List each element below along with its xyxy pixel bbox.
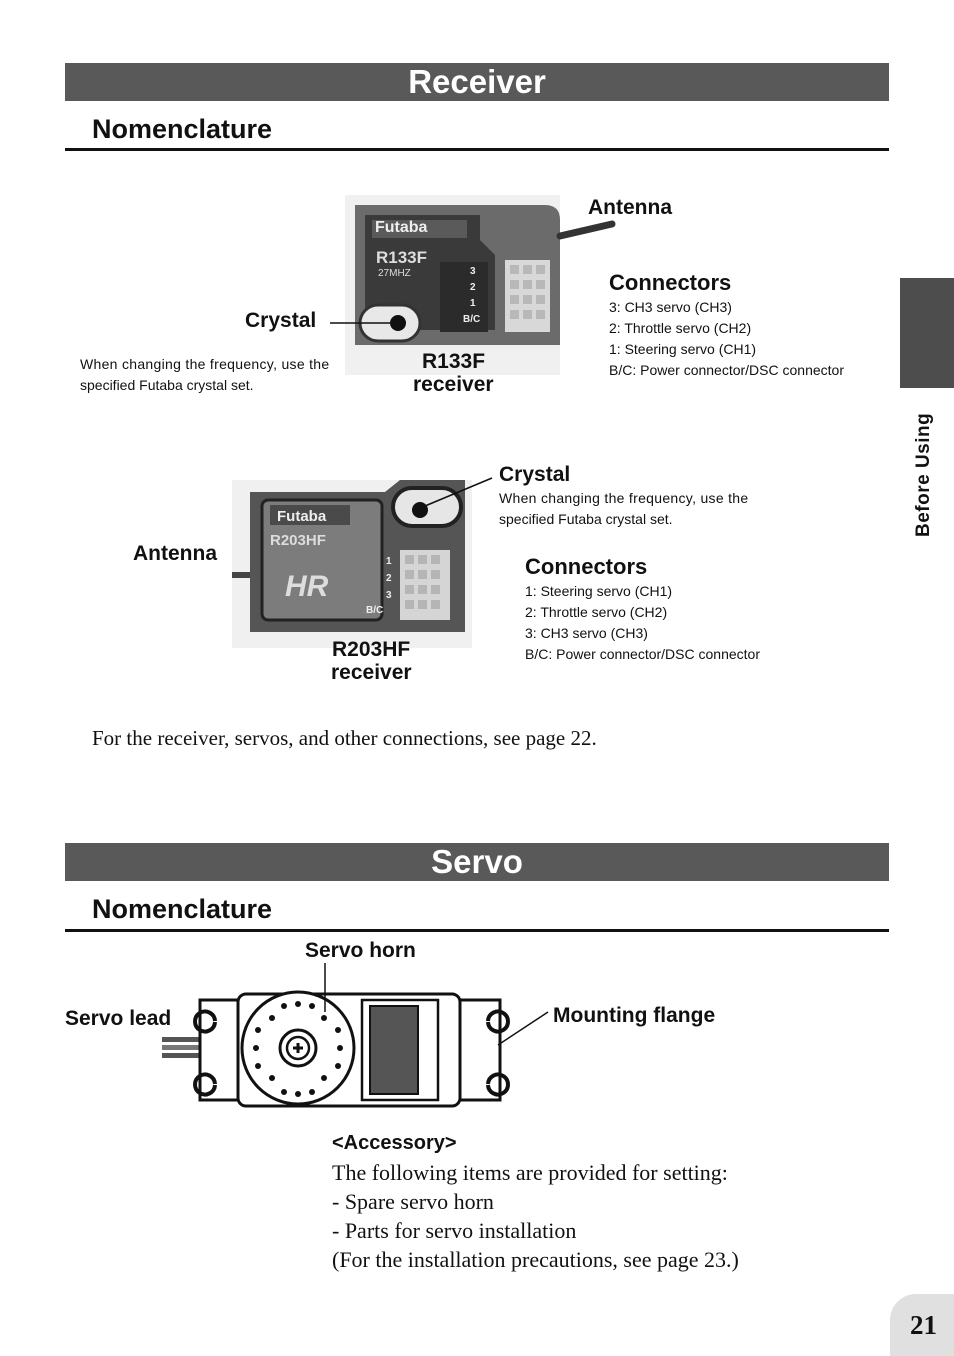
servo-lead-label: Servo lead — [65, 1007, 172, 1030]
r133f-crystal-label: Crystal — [245, 309, 317, 332]
servo-title: Servo — [431, 843, 523, 880]
r133f-photo-pin-bc: B/C — [463, 314, 481, 325]
r133f-connector-2: 2: Throttle servo (CH2) — [609, 320, 752, 336]
r133f-photo-freq: 27MHZ — [378, 268, 411, 279]
receiver-title-bar: Receiver — [65, 63, 889, 101]
r203hf-photo-pin-1: 1 — [386, 556, 392, 567]
r203hf-photo-pin-bc: B/C — [366, 605, 384, 616]
r133f-connector-3: 3: CH3 servo (CH3) — [609, 299, 732, 315]
servo-nomenclature-heading: Nomenclature — [92, 894, 273, 924]
accessory-line-3: - Parts for servo installation — [332, 1218, 577, 1243]
accessory-title: <Accessory> — [332, 1132, 457, 1154]
r203hf-photo-brand: Futaba — [277, 508, 327, 525]
servo-heading-rule — [65, 929, 889, 932]
r203hf-crystal-label: Crystal — [499, 463, 571, 486]
r133f-connectors-title: Connectors — [609, 270, 732, 295]
receiver-heading-rule — [65, 148, 889, 151]
r203hf-model-sub: receiver — [331, 661, 412, 684]
r203hf-crystal-note-2: specified Futaba crystal set. — [499, 511, 673, 527]
r203hf-antenna-label: Antenna — [133, 542, 217, 565]
r203hf-connector-3: 3: CH3 servo (CH3) — [525, 625, 648, 641]
r133f-photo-pin-1: 1 — [470, 298, 476, 309]
receiver-connections-note: For the receiver, servos, and other conn… — [92, 726, 597, 750]
r133f-photo-pin-2: 2 — [470, 282, 476, 293]
r133f-model-label: R133F — [422, 350, 486, 373]
mounting-flange-label: Mounting flange — [553, 1004, 716, 1027]
r203hf-connectors-title: Connectors — [525, 554, 648, 579]
r133f-model-sub: receiver — [413, 373, 494, 396]
r203hf-photo-logo: HR — [285, 570, 329, 603]
servo-title-bar: Servo — [65, 843, 889, 881]
receiver-nomenclature-heading: Nomenclature — [92, 114, 273, 144]
receiver-title: Receiver — [408, 63, 546, 100]
side-tab-label: Before Using — [913, 412, 934, 537]
r203hf-model-label: R203HF — [332, 638, 411, 661]
r133f-crystal-note-2: specified Futaba crystal set. — [80, 377, 254, 393]
r203hf-photo-model: R203HF — [270, 532, 326, 549]
servo-drawing — [162, 963, 549, 1108]
side-tab — [900, 278, 954, 388]
r203hf-connector-2: 2: Throttle servo (CH2) — [525, 604, 668, 620]
r203hf-connector-bc: B/C: Power connector/DSC connector — [525, 646, 760, 662]
servo-horn-label: Servo horn — [305, 939, 416, 962]
page-number: 21 — [910, 1310, 937, 1340]
r203hf-photo-pin-3: 3 — [386, 590, 392, 601]
r133f-antenna-label: Antenna — [588, 196, 672, 219]
r203hf-crystal-note-1: When changing the frequency, use the — [499, 490, 749, 506]
accessory-line-1: The following items are provided for set… — [332, 1160, 728, 1185]
r133f-connector-1: 1: Steering servo (CH1) — [609, 341, 757, 357]
r133f-connector-bc: B/C: Power connector/DSC connector — [609, 362, 844, 378]
page-number-tab — [890, 1294, 954, 1356]
r133f-crystal-note-1: When changing the frequency, use the — [80, 356, 330, 372]
r203hf-receiver-photo — [232, 477, 493, 648]
r133f-photo-pin-3: 3 — [470, 266, 476, 277]
r133f-photo-brand: Futaba — [375, 219, 428, 236]
r203hf-photo-pin-2: 2 — [386, 573, 392, 584]
r203hf-connector-1: 1: Steering servo (CH1) — [525, 583, 673, 599]
accessory-line-4: (For the installation precautions, see p… — [332, 1247, 739, 1272]
r133f-photo-model: R133F — [376, 248, 428, 267]
accessory-line-2: - Spare servo horn — [332, 1189, 494, 1214]
